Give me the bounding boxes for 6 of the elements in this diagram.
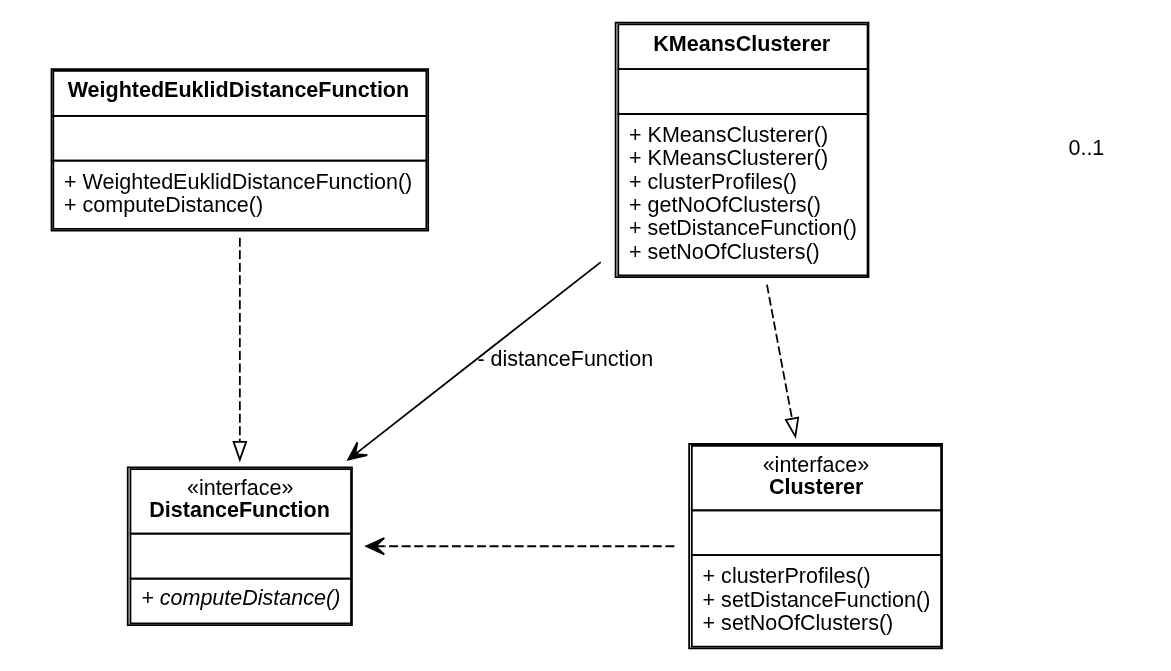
arrow	[346, 261, 602, 461]
arrow	[765, 283, 799, 440]
edge-label: - distanceFunction	[476, 347, 653, 372]
arrow	[364, 537, 675, 556]
arrow	[231, 236, 247, 463]
label: 0..1	[1067, 136, 1104, 161]
